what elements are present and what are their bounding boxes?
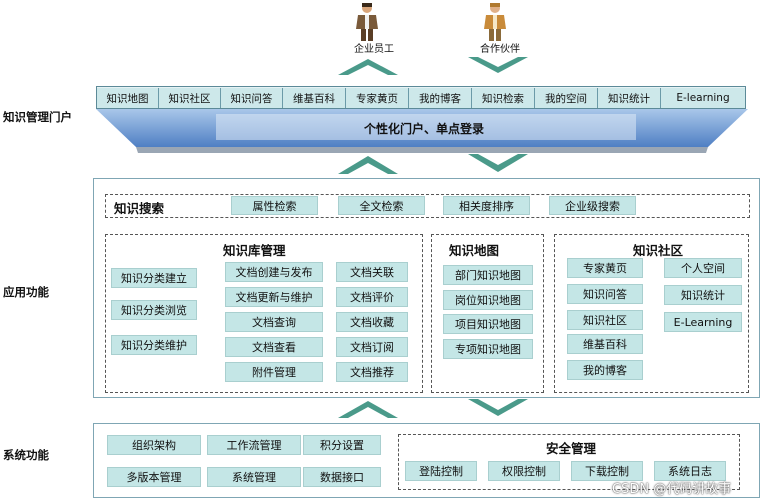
map-project[interactable]: 项目知识地图 bbox=[443, 314, 533, 334]
sys-workflow[interactable]: 工作流管理 bbox=[207, 435, 301, 455]
community-title: 知识社区 bbox=[633, 243, 684, 258]
portal-item-my-blog[interactable]: 我的博客 bbox=[409, 88, 472, 108]
search-frame bbox=[105, 194, 750, 218]
sys-points[interactable]: 积分设置 bbox=[303, 435, 381, 455]
down-arrow-icon bbox=[468, 57, 528, 73]
portal-item-knowledge-map[interactable]: 知识地图 bbox=[97, 88, 159, 108]
community-blog[interactable]: 我的博客 bbox=[567, 360, 643, 380]
community-experts[interactable]: 专家黄页 bbox=[567, 258, 643, 278]
portal-item-my-space[interactable]: 我的空间 bbox=[535, 88, 598, 108]
portal-item-statistics[interactable]: 知识统计 bbox=[598, 88, 661, 108]
watermark: CSDN @代码讲故事 bbox=[612, 482, 732, 497]
map-position[interactable]: 岗位知识地图 bbox=[443, 290, 533, 310]
portal-screen-label: 个性化门户、单点登录 bbox=[364, 122, 485, 136]
portal-item-search[interactable]: 知识检索 bbox=[472, 88, 535, 108]
repo-doc-favorite[interactable]: 文档收藏 bbox=[336, 312, 408, 332]
map-special[interactable]: 专项知识地图 bbox=[443, 339, 533, 359]
security-title: 安全管理 bbox=[546, 441, 597, 456]
community-wiki[interactable]: 维基百科 bbox=[567, 334, 643, 354]
repo-category-create[interactable]: 知识分类建立 bbox=[111, 268, 197, 288]
sec-download[interactable]: 下载控制 bbox=[571, 461, 643, 481]
up-arrow-icon bbox=[338, 59, 398, 75]
community-community[interactable]: 知识社区 bbox=[567, 310, 643, 330]
repo-category-maintain[interactable]: 知识分类维护 bbox=[111, 335, 197, 355]
sys-admin[interactable]: 系统管理 bbox=[207, 467, 301, 487]
search-relevance[interactable]: 相关度排序 bbox=[443, 196, 530, 215]
repo-doc-recommend[interactable]: 文档推荐 bbox=[336, 362, 408, 382]
app-side-label: 应用功能 bbox=[3, 285, 49, 299]
search-fulltext[interactable]: 全文检索 bbox=[338, 196, 425, 215]
sec-login[interactable]: 登陆控制 bbox=[405, 461, 477, 481]
community-elearning[interactable]: E-Learning bbox=[664, 312, 742, 332]
repo-doc-update[interactable]: 文档更新与维护 bbox=[225, 287, 323, 307]
portal-item-knowledge-community[interactable]: 知识社区 bbox=[159, 88, 221, 108]
search-title: 知识搜索 bbox=[114, 201, 165, 216]
system-side-label: 系统功能 bbox=[3, 448, 49, 462]
portal-item-experts[interactable]: 专家黄页 bbox=[346, 88, 409, 108]
map-frame bbox=[431, 234, 544, 393]
portal-screen bbox=[96, 109, 748, 153]
down-arrow-icon bbox=[468, 154, 528, 172]
repo-doc-create[interactable]: 文档创建与发布 bbox=[225, 262, 323, 282]
down-arrow-icon bbox=[468, 399, 528, 416]
repo-doc-query[interactable]: 文档查询 bbox=[225, 312, 323, 332]
employee-label: 企业员工 bbox=[354, 44, 394, 55]
up-arrow-icon bbox=[338, 401, 398, 418]
sys-data-interface[interactable]: 数据接口 bbox=[303, 467, 381, 487]
community-qa[interactable]: 知识问答 bbox=[567, 284, 643, 304]
up-arrow-icon bbox=[338, 156, 398, 174]
repo-title: 知识库管理 bbox=[223, 243, 286, 258]
sys-multiversion[interactable]: 多版本管理 bbox=[107, 467, 201, 487]
employee-figure bbox=[352, 2, 382, 42]
portal-item-wiki[interactable]: 维基百科 bbox=[283, 88, 346, 108]
repo-attachment[interactable]: 附件管理 bbox=[225, 362, 323, 382]
community-statistics[interactable]: 知识统计 bbox=[664, 285, 742, 305]
map-department[interactable]: 部门知识地图 bbox=[443, 265, 533, 285]
portal-item-knowledge-qa[interactable]: 知识问答 bbox=[221, 88, 283, 108]
sys-org[interactable]: 组织架构 bbox=[107, 435, 201, 455]
repo-category-browse[interactable]: 知识分类浏览 bbox=[111, 300, 197, 320]
portal-item-elearning[interactable]: E-learning bbox=[661, 88, 745, 108]
search-attribute[interactable]: 属性检索 bbox=[231, 196, 318, 215]
repo-doc-rate[interactable]: 文档评价 bbox=[336, 287, 408, 307]
repo-doc-view[interactable]: 文档查看 bbox=[225, 337, 323, 357]
repo-doc-subscribe[interactable]: 文档订阅 bbox=[336, 337, 408, 357]
portal-side-label: 知识管理门户 bbox=[3, 110, 72, 124]
community-personal-space[interactable]: 个人空间 bbox=[664, 258, 742, 278]
sec-log[interactable]: 系统日志 bbox=[654, 461, 726, 481]
search-enterprise[interactable]: 企业级搜索 bbox=[549, 196, 636, 215]
partner-label: 合作伙伴 bbox=[480, 44, 520, 55]
repo-doc-link[interactable]: 文档关联 bbox=[336, 262, 408, 282]
map-title: 知识地图 bbox=[449, 243, 500, 258]
sec-permission[interactable]: 权限控制 bbox=[488, 461, 560, 481]
partner-figure bbox=[480, 2, 510, 42]
